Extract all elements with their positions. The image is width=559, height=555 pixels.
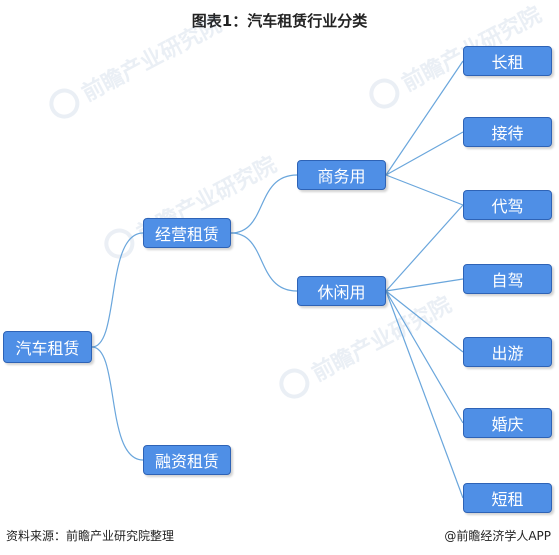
connector-operating-business bbox=[230, 174, 298, 234]
connector-leisure-self_drive bbox=[385, 278, 464, 292]
chart-title: 图表1：汽车租赁行业分类 bbox=[191, 12, 368, 30]
node-short-term: 短租 bbox=[463, 483, 552, 513]
connector-business-pickup bbox=[385, 131, 464, 176]
connector-business-long_term bbox=[385, 60, 464, 176]
credit-note: @前瞻经济学人APP bbox=[444, 529, 551, 543]
node-pickup: 接待 bbox=[463, 117, 552, 147]
node-financing: 融资租赁 bbox=[143, 445, 231, 475]
connector-root-operating bbox=[91, 232, 144, 348]
connector-leisure-chauffeur bbox=[385, 204, 464, 292]
node-self-drive: 自驾 bbox=[463, 264, 552, 294]
node-business: 商务用 bbox=[297, 160, 386, 190]
node-wedding: 婚庆 bbox=[463, 408, 552, 438]
connector-leisure-wedding bbox=[385, 290, 464, 424]
connector-operating-leisure bbox=[230, 232, 298, 292]
connector-root-financing bbox=[91, 346, 144, 461]
node-travel: 出游 bbox=[463, 337, 552, 367]
connector-leisure-travel bbox=[385, 290, 464, 353]
connector-business-chauffeur bbox=[385, 174, 464, 206]
connector-leisure-short_term bbox=[385, 290, 464, 499]
node-root: 汽车租赁 bbox=[3, 331, 92, 363]
node-chauffeur: 代驾 bbox=[463, 190, 552, 220]
source-note: 资料来源：前瞻产业研究院整理 bbox=[6, 529, 175, 543]
node-operating: 经营租赁 bbox=[143, 218, 231, 248]
node-long-term: 长租 bbox=[463, 46, 552, 76]
node-leisure: 休闲用 bbox=[297, 276, 386, 306]
